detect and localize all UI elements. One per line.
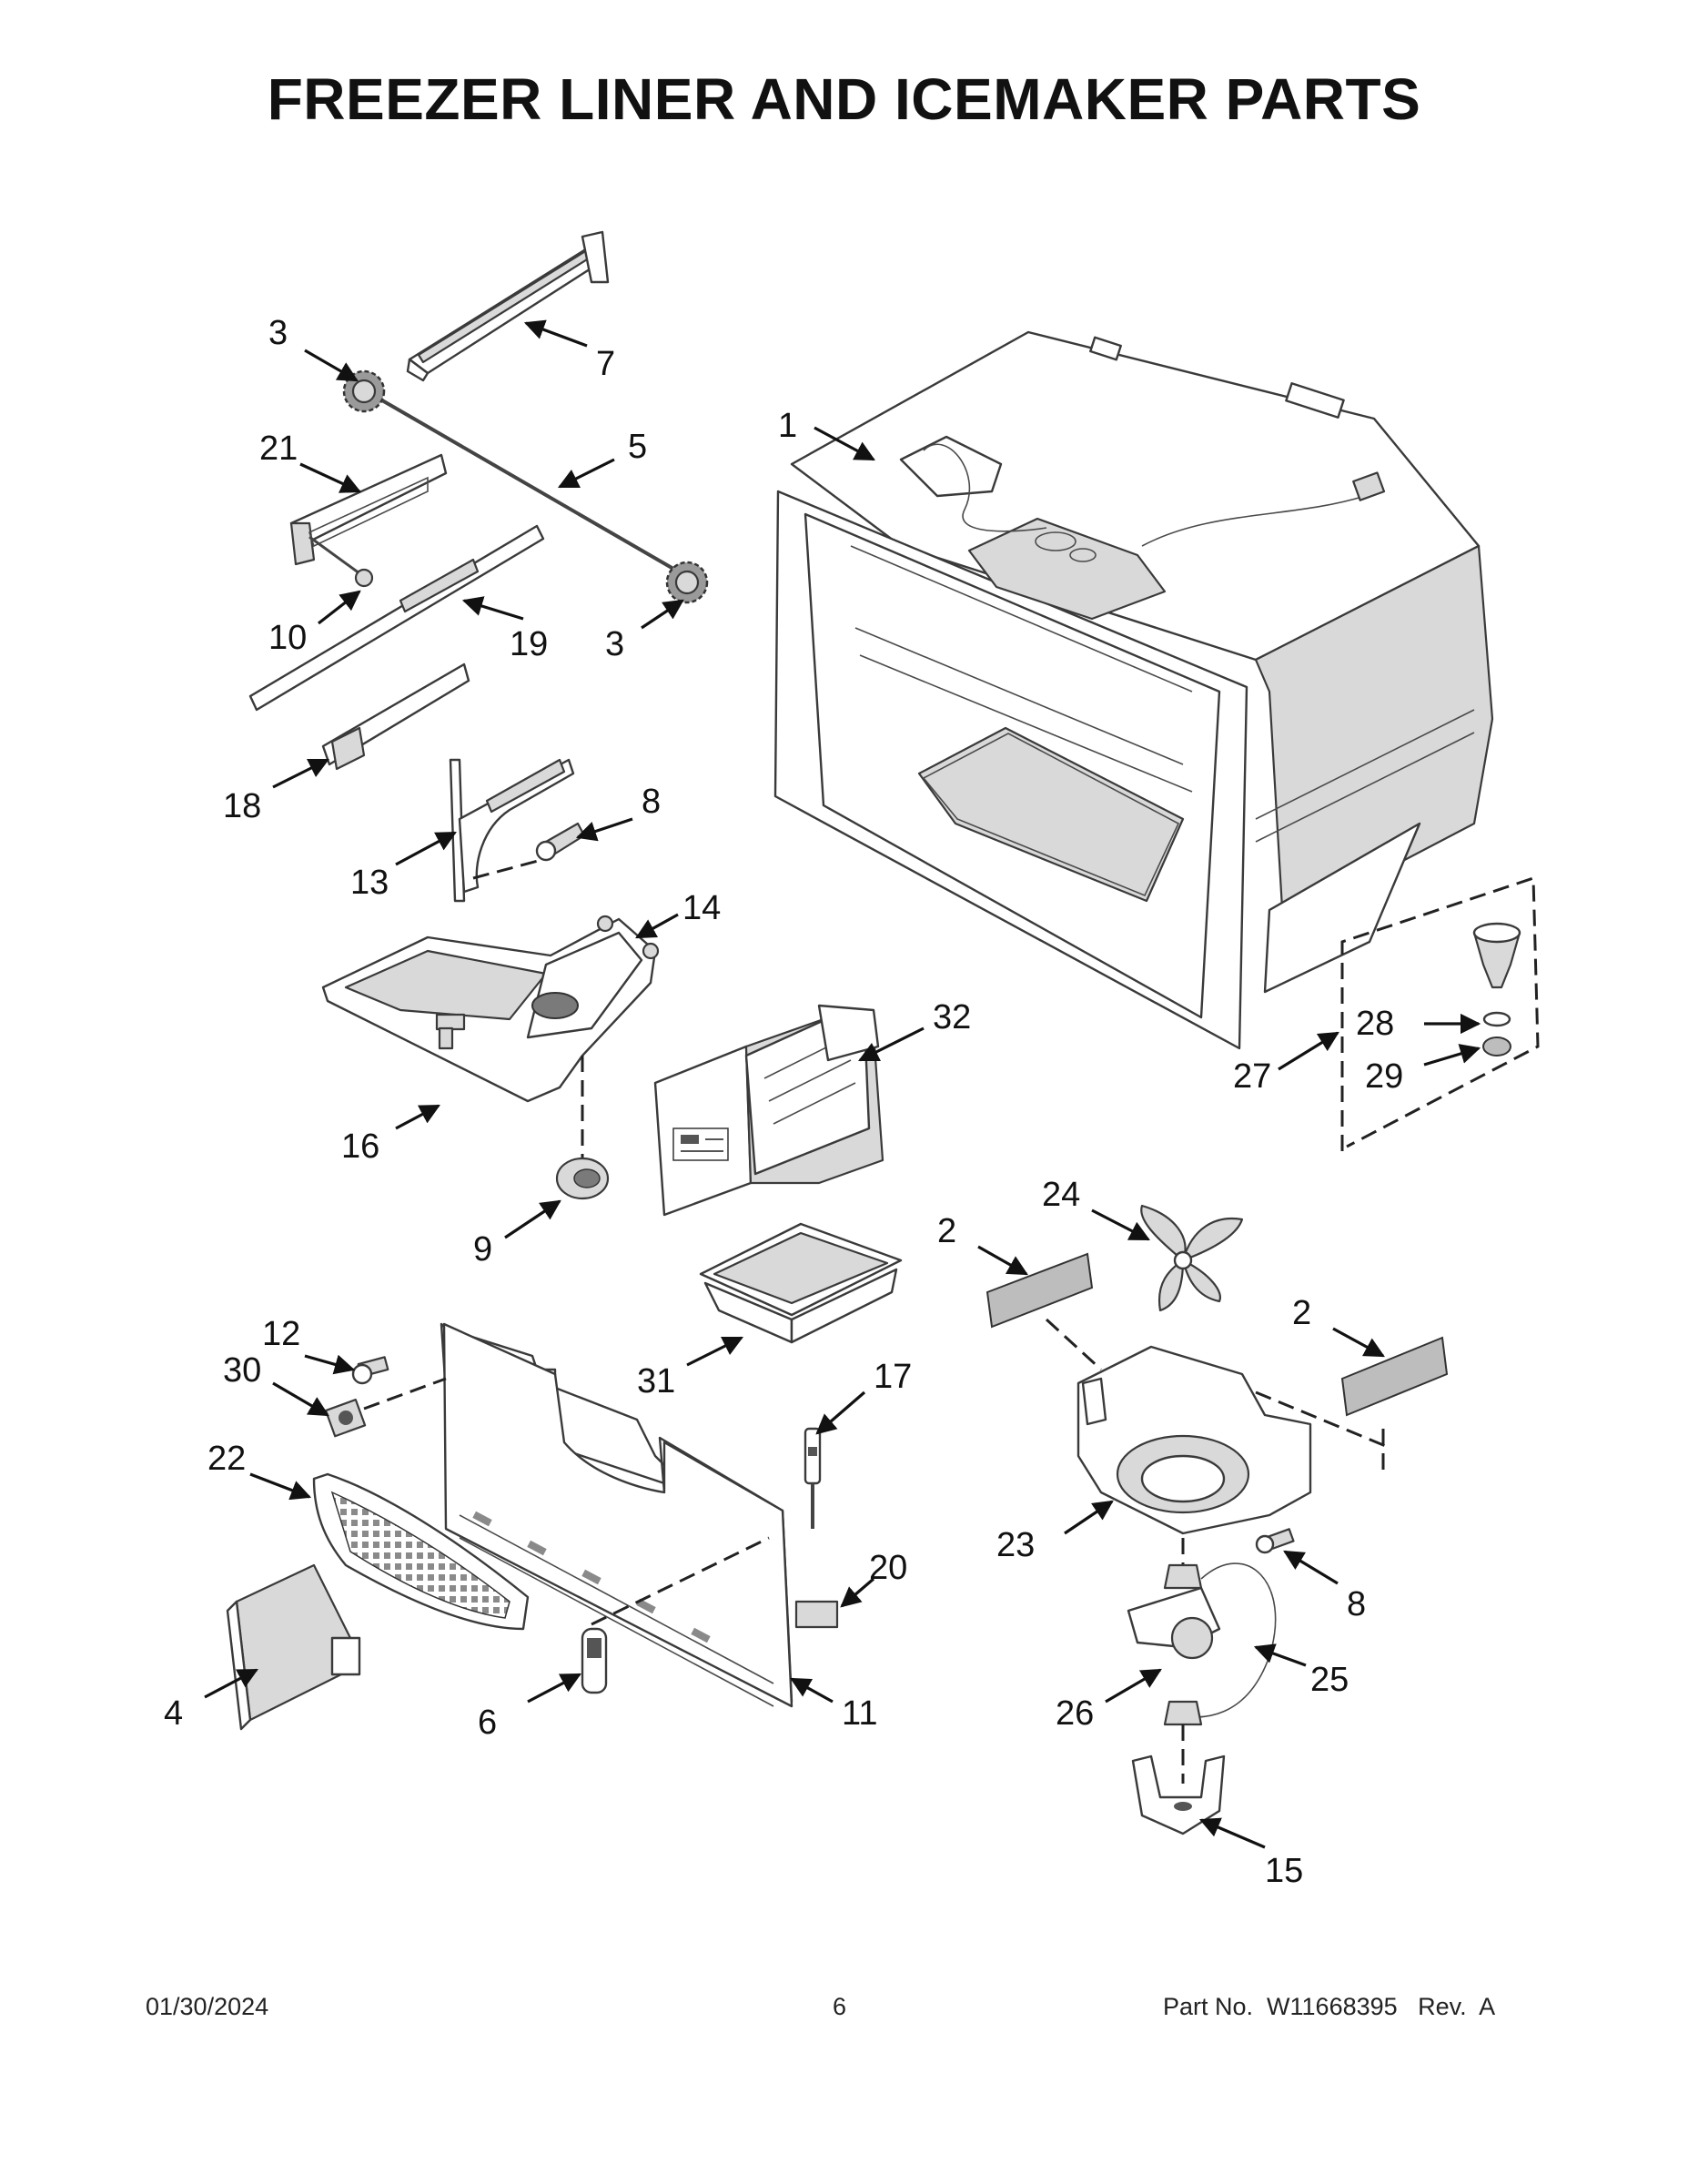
- callout-14: 14: [682, 889, 721, 927]
- callout-29: 29: [1365, 1057, 1403, 1096]
- foam-pad: [986, 1252, 1094, 1329]
- left-bracket: [289, 453, 448, 566]
- fan-motor: [1127, 1538, 1277, 1784]
- motor-bracket: [1131, 1754, 1226, 1835]
- footer-page-number: 6: [833, 1993, 847, 2020]
- callout-17-label: 17: [874, 1358, 912, 1396]
- callout-18: 18: [223, 787, 261, 825]
- callout-2-right: 2: [1292, 1294, 1311, 1332]
- callout-22: 22: [207, 1440, 246, 1478]
- callout-labels: 3 7 5 21 10 19 3 1 18 8 8 13 14 15 16 9 …: [207, 314, 1403, 1733]
- callout-1: 1: [778, 407, 797, 445]
- curved-bracket: [449, 758, 575, 903]
- callout-25: 25: [1310, 1661, 1349, 1699]
- callout-9: 9: [473, 1230, 492, 1269]
- callout-13: 13: [350, 864, 389, 902]
- ice-guide-tray: [321, 915, 660, 1103]
- long-rail: [248, 524, 545, 712]
- pinion-gear: [665, 561, 709, 604]
- callout-12: 12: [262, 1315, 300, 1353]
- callout-16-label: 16: [341, 1127, 379, 1166]
- axle-shaft: [380, 399, 675, 571]
- damper-plug: [1472, 922, 1521, 1057]
- leader-arrows: [204, 319, 1481, 1849]
- callout-8-left: 8: [642, 783, 661, 821]
- mounting-screw: [472, 822, 586, 880]
- ice-bucket: [699, 1222, 903, 1344]
- rear-panel: [440, 1322, 793, 1708]
- thermistor-clip: [581, 1627, 608, 1694]
- page-title: FREEZER LINER AND ICEMAKER PARTS: [267, 66, 1421, 132]
- callout-27: 27: [1233, 1057, 1271, 1096]
- freezer-liner: [773, 330, 1494, 1050]
- slide-rail: [406, 230, 610, 382]
- panel-screw: [351, 1356, 389, 1385]
- callout-5: 5: [628, 428, 647, 466]
- foam-pad: [1340, 1336, 1449, 1417]
- kit-bracket-box: [1340, 875, 1540, 1151]
- foam-strip: [794, 1600, 839, 1629]
- fan-shroud: [1045, 1318, 1389, 1535]
- probe: [804, 1427, 822, 1529]
- auger-cap: [555, 1056, 610, 1200]
- callout-23: 23: [996, 1526, 1035, 1564]
- lower-bracket: [321, 662, 470, 771]
- callout-3-top: 3: [268, 314, 288, 352]
- callout-7: 7: [596, 345, 615, 383]
- callout-31: 31: [637, 1362, 675, 1400]
- callout-2-left: 2: [937, 1212, 956, 1250]
- callout-11: 11: [842, 1694, 877, 1733]
- callout-28: 28: [1356, 1005, 1394, 1043]
- callout-3-bottom: 3: [605, 625, 624, 663]
- fan-blade: [1140, 1204, 1244, 1312]
- callout-19: 19: [510, 625, 548, 663]
- callout-26: 26: [1056, 1694, 1094, 1733]
- vent-grille: [312, 1472, 530, 1631]
- callout-30: 30: [223, 1351, 261, 1390]
- clip: [438, 1026, 454, 1050]
- duct-cover: [226, 1563, 361, 1731]
- footer-part-number: Part No. W11668395 Rev. A: [1163, 1993, 1496, 2020]
- callout-32: 32: [933, 998, 971, 1036]
- fan-grommet: [324, 1377, 447, 1438]
- mounting-screw: [1255, 1528, 1295, 1554]
- icemaker: [653, 1004, 884, 1217]
- callout-20: 20: [869, 1549, 907, 1587]
- footer-date: 01/30/2024: [146, 1993, 269, 2020]
- callout-10: 10: [268, 619, 307, 657]
- callout-24: 24: [1042, 1176, 1080, 1214]
- callout-21: 21: [259, 430, 298, 468]
- screw: [308, 535, 374, 588]
